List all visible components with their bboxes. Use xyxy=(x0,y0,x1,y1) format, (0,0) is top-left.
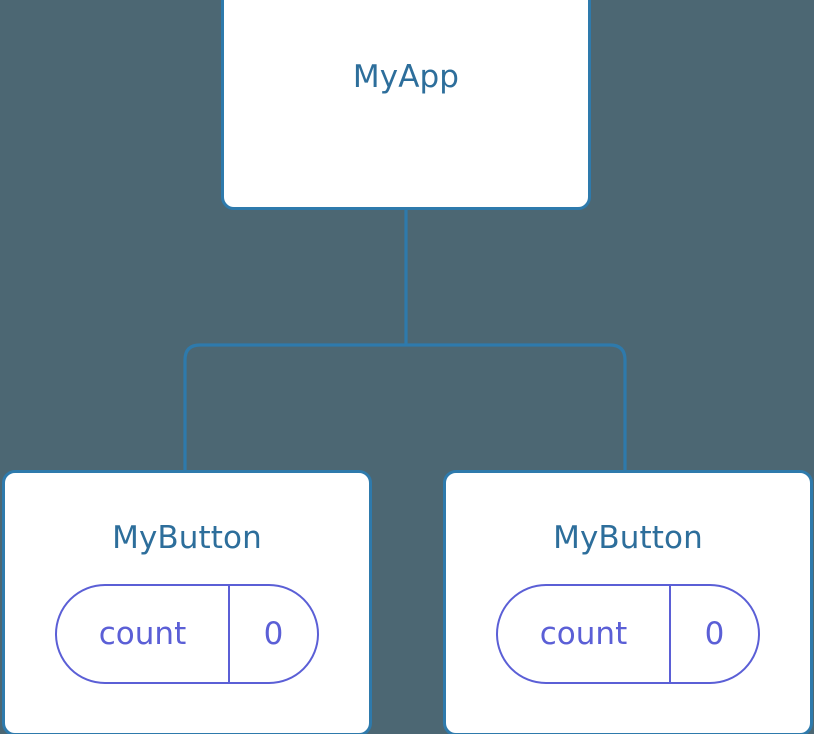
node-title: MyApp xyxy=(352,58,460,95)
node-mybutton-2[interactable]: MyButton count 0 xyxy=(443,470,813,734)
state-pill-key-cell: count xyxy=(57,586,230,682)
state-pill-key: count xyxy=(539,615,628,652)
state-pill-value: 0 xyxy=(263,615,284,652)
state-pill-key: count xyxy=(98,615,187,652)
node-myapp[interactable]: MyApp xyxy=(221,0,591,210)
node-mybutton-1[interactable]: MyButton count 0 xyxy=(2,470,372,734)
connector-branch-left xyxy=(183,343,406,472)
connector-branch-right xyxy=(406,343,627,472)
state-pill[interactable]: count 0 xyxy=(496,584,760,684)
state-pill[interactable]: count 0 xyxy=(55,584,319,684)
node-title: MyButton xyxy=(112,520,262,556)
state-pill-value-cell: 0 xyxy=(671,586,758,682)
state-pill-value-cell: 0 xyxy=(230,586,317,682)
state-pill-value: 0 xyxy=(704,615,725,652)
state-pill-key-cell: count xyxy=(498,586,671,682)
node-title: MyButton xyxy=(553,520,703,556)
